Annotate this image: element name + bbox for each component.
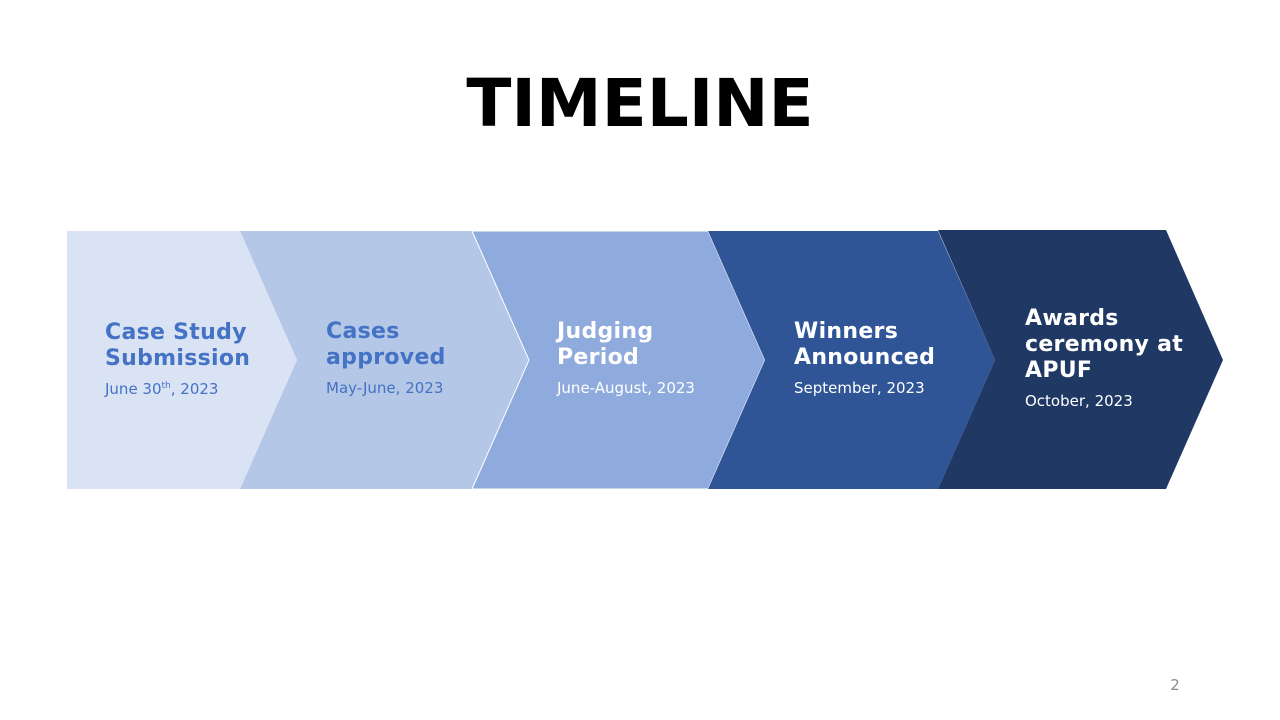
chevron-step-2 <box>240 231 529 489</box>
timeline-step-3: Judging Period June-August, 2023 <box>557 319 757 397</box>
page-number: 2 <box>1170 676 1180 694</box>
step-1-date: June 30th, 2023 <box>105 380 305 398</box>
step-1-date-tail: , 2023 <box>170 380 219 398</box>
step-1-date-sup: th <box>161 381 171 391</box>
timeline-step-2: Cases approved May-June, 2023 <box>326 319 526 397</box>
timeline-step-4: Winners Announced September, 2023 <box>794 319 994 397</box>
timeline-step-1: Case Study Submission June 30th, 2023 <box>105 320 305 398</box>
step-1-heading: Case Study Submission <box>105 320 251 371</box>
chevron-step-4 <box>708 231 995 489</box>
step-2-date: May-June, 2023 <box>326 379 444 397</box>
step-1-date-main: June 30 <box>105 380 162 398</box>
step-4-heading: Winners Announced <box>794 319 936 370</box>
slide-title: TIMELINE <box>466 65 814 142</box>
step-5-heading: Awards ceremony at APUF <box>1025 306 1184 383</box>
step-4-date: September, 2023 <box>794 379 925 397</box>
step-3-date: June-August, 2023 <box>557 379 695 397</box>
chevron-step-5 <box>938 230 1223 489</box>
step-3-heading: Judging Period <box>557 319 654 370</box>
step-2-heading: Cases approved <box>326 319 446 370</box>
step-5-date: October, 2023 <box>1025 392 1133 410</box>
chevron-step-1 <box>67 231 297 489</box>
timeline-step-5: Awards ceremony at APUF October, 2023 <box>1025 306 1195 410</box>
